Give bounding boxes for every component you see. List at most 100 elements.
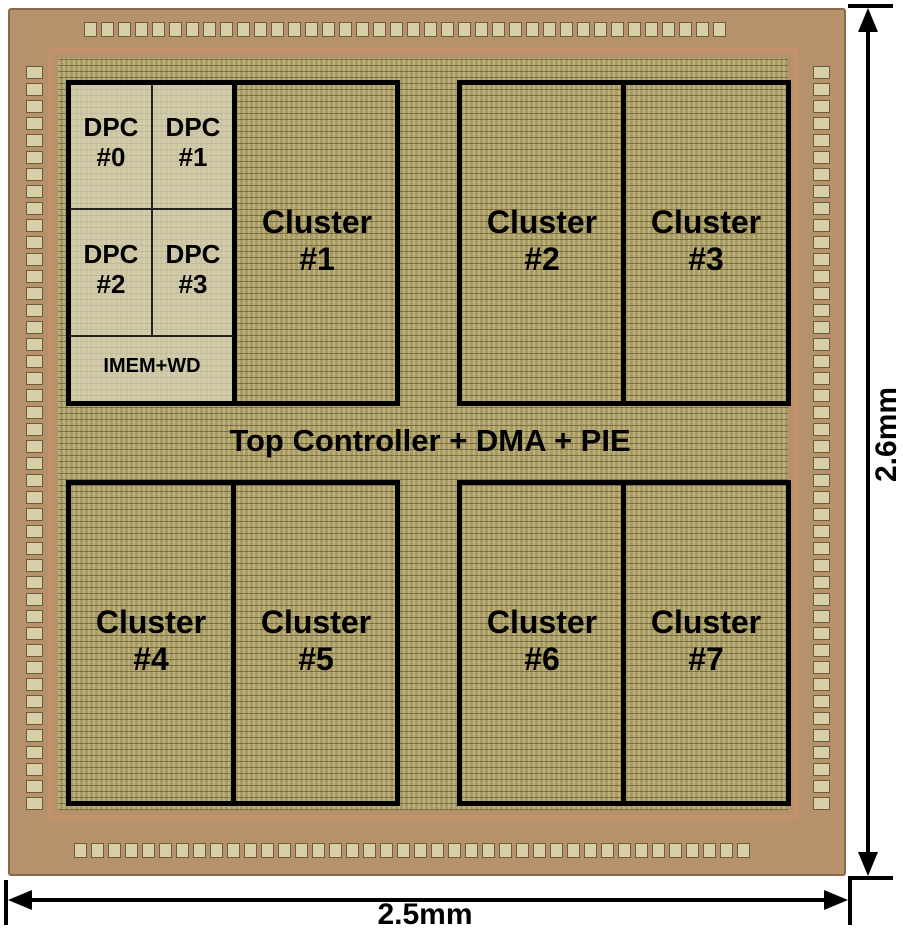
io-pad: [305, 22, 318, 37]
io-pad: [203, 22, 216, 37]
io-pad: [813, 253, 830, 266]
io-pad: [813, 236, 830, 249]
io-pad: [288, 22, 301, 37]
io-pad: [577, 22, 590, 37]
io-pad: [407, 22, 420, 37]
io-pad: [458, 22, 471, 37]
io-pad: [813, 304, 830, 317]
io-pad: [813, 542, 830, 555]
io-pad: [26, 780, 43, 793]
width-arrow-left: [8, 890, 32, 910]
top-controller-label: Top Controller + DMA + PIE: [229, 423, 631, 458]
io-pad: [26, 593, 43, 606]
io-pad: [533, 843, 546, 858]
io-pad: [26, 321, 43, 334]
io-pad: [295, 843, 308, 858]
dpc-hline-2: [70, 335, 233, 337]
dpc-2-label: DPC #2: [83, 239, 139, 299]
height-arrow-top: [858, 8, 878, 32]
io-pad: [543, 22, 556, 37]
cluster-3-label: Cluster #3: [650, 204, 762, 277]
cluster-1-label: Cluster #1: [261, 204, 373, 277]
io-pad: [152, 22, 165, 37]
io-pad: [278, 843, 291, 858]
io-pad: [813, 729, 830, 742]
io-pads-top: [84, 22, 726, 37]
io-pad: [26, 219, 43, 232]
io-pad: [448, 843, 461, 858]
io-pad: [26, 729, 43, 742]
io-pad: [26, 355, 43, 368]
io-pad: [813, 202, 830, 215]
io-pad: [601, 843, 614, 858]
io-pad: [373, 22, 386, 37]
io-pad: [813, 491, 830, 504]
io-pad: [424, 22, 437, 37]
divider-cluster2-3: [621, 80, 626, 406]
io-pad: [813, 100, 830, 113]
io-pad: [584, 843, 597, 858]
dpc-vline: [151, 84, 153, 336]
io-pad: [652, 843, 665, 858]
io-pad: [159, 843, 172, 858]
io-pad: [322, 22, 335, 37]
io-pad: [339, 22, 352, 37]
io-pad: [813, 559, 830, 572]
io-pad: [26, 525, 43, 538]
io-pad: [142, 843, 155, 858]
io-pad: [26, 576, 43, 589]
io-pad: [813, 712, 830, 725]
io-pad: [635, 843, 648, 858]
io-pad: [26, 168, 43, 181]
io-pad: [567, 843, 580, 858]
width-arrow-right: [824, 890, 848, 910]
io-pad: [397, 843, 410, 858]
io-pad: [26, 270, 43, 283]
io-pad: [611, 22, 624, 37]
io-pad: [26, 508, 43, 521]
io-pad: [26, 610, 43, 623]
io-pad: [26, 253, 43, 266]
io-pad: [482, 843, 495, 858]
io-pad: [26, 338, 43, 351]
divider-dpc-cluster1: [232, 80, 237, 406]
io-pad: [356, 22, 369, 37]
io-pad: [813, 151, 830, 164]
io-pad: [499, 843, 512, 858]
io-pad: [74, 843, 87, 858]
io-pad: [193, 843, 206, 858]
io-pad: [26, 236, 43, 249]
io-pad: [26, 474, 43, 487]
io-pad: [686, 843, 699, 858]
dpc-3-label: DPC #3: [165, 239, 221, 299]
io-pad: [813, 593, 830, 606]
io-pad: [813, 474, 830, 487]
io-pad: [26, 100, 43, 113]
io-pad: [813, 746, 830, 759]
io-pad: [84, 22, 97, 37]
io-pad: [26, 763, 43, 776]
io-pad: [509, 22, 522, 37]
io-pad: [813, 66, 830, 79]
io-pad: [813, 389, 830, 402]
io-pad: [26, 678, 43, 691]
cluster-2-label: Cluster #2: [486, 204, 598, 277]
io-pad: [390, 22, 403, 37]
io-pads-right: [813, 66, 830, 810]
io-pad: [669, 843, 682, 858]
io-pad: [550, 843, 563, 858]
io-pad: [26, 457, 43, 470]
io-pad: [813, 525, 830, 538]
io-pad: [26, 202, 43, 215]
io-pad: [713, 22, 726, 37]
io-pad: [261, 843, 274, 858]
io-pad: [26, 661, 43, 674]
io-pad: [516, 843, 529, 858]
io-pad: [813, 644, 830, 657]
divider-cluster6-7: [621, 480, 626, 806]
io-pad: [26, 134, 43, 147]
cluster-5-label: Cluster #5: [260, 604, 372, 677]
io-pad: [271, 22, 284, 37]
power-ring: [48, 48, 798, 820]
